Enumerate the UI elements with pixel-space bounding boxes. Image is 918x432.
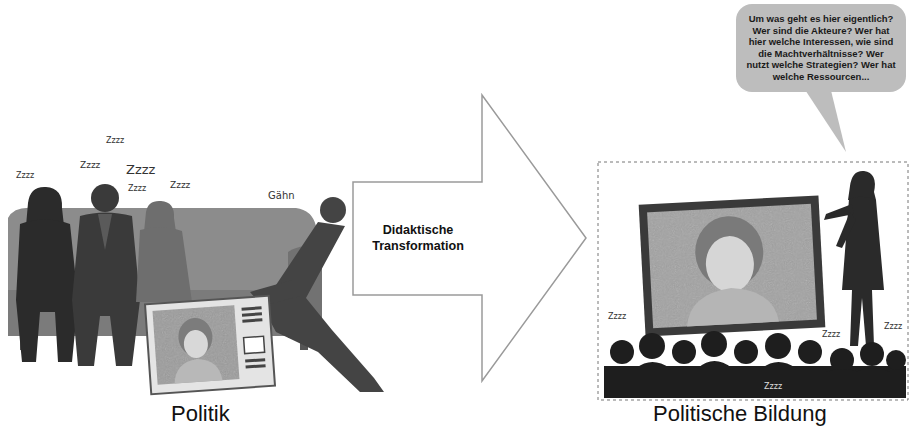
sleeping-viewers — [16, 184, 384, 392]
snore-text: Zzzz — [126, 163, 155, 178]
section-label: Politische Bildung — [653, 401, 827, 426]
snore-text: Zzzz — [106, 136, 124, 145]
frame — [598, 162, 908, 400]
speech-bubble: Um was geht es hier eigentlich? Wer sind… — [736, 4, 906, 92]
snore-text: Zzzz — [608, 312, 626, 321]
snore-text: Zzzz — [170, 180, 190, 190]
section-label: Politik — [171, 401, 230, 426]
presenter — [824, 171, 884, 346]
snore-text: Zzzz — [16, 171, 34, 180]
audience — [604, 331, 906, 398]
arrow-label: Didaktische Transformation — [356, 223, 480, 254]
screen — [639, 195, 826, 336]
arrow-shape — [353, 95, 586, 381]
snore-text: Zzzz — [128, 184, 146, 193]
snore-text: Zzzz — [764, 382, 782, 391]
yawn-text: Gähn — [268, 190, 295, 202]
transformation-arrow: Didaktische Transformation — [352, 93, 588, 383]
arrow-outline — [352, 93, 588, 383]
snore-text: Zzzz — [884, 322, 902, 331]
snore-text: Zzzz — [822, 330, 840, 339]
television — [145, 296, 275, 394]
snore-text: Zzzz — [80, 160, 100, 170]
arrow-text-area: Didaktische Transformation — [356, 182, 480, 295]
bubble-text: Um was geht es hier eigentlich? Wer sind… — [746, 13, 896, 82]
